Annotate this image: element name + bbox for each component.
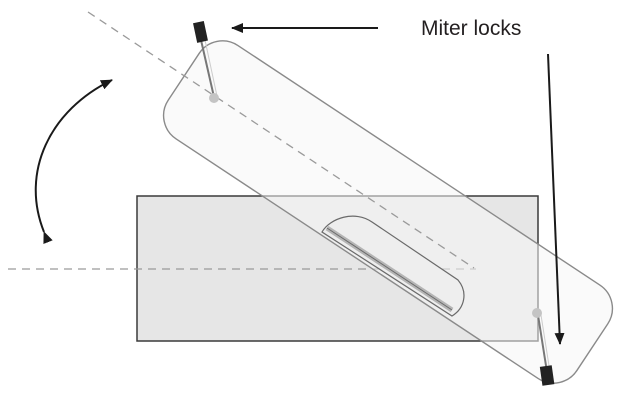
rotating-plate <box>162 40 614 384</box>
lock-handle-top[interactable] <box>193 20 208 43</box>
pivot-bottom <box>532 308 542 318</box>
miter-lock-bottom[interactable] <box>532 308 555 386</box>
miter-locks-label: Miter locks <box>421 17 521 40</box>
pivot-top <box>209 93 219 103</box>
angled-dashed-line <box>87 11 475 269</box>
blade-slot <box>321 215 465 317</box>
rotation-arrow <box>34 79 113 245</box>
miter-lock-top[interactable] <box>193 20 219 103</box>
pointer-arrow-bottom <box>547 53 565 345</box>
lock-handle-bottom[interactable] <box>539 365 555 386</box>
